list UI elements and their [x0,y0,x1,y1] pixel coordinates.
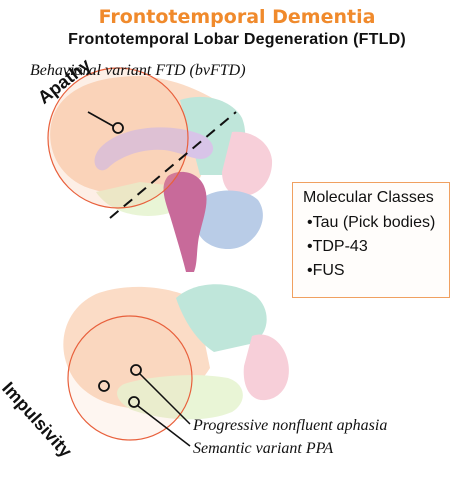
bvftd-highlight-circle [47,67,189,209]
molecular-item-tau: •Tau (Pick bodies) [307,214,436,231]
impulsivity-pointer-dot [98,380,110,392]
apathy-pointer-line [87,111,114,127]
apathy-pointer-dot [112,122,124,134]
cerebellum-region [195,190,263,250]
page-title: Frontotemporal Dementia [98,6,376,28]
pnfa-pointer-dot [130,364,142,376]
pnfa-label: Progressive nonfluent aphasia [193,417,388,434]
bvftd-label: Behavioral variant FTD (bvFTD) [30,62,246,79]
lateral-brain [63,284,289,447]
occipital-lobe-region [222,131,273,197]
dashed-division-line [109,111,237,219]
lower-highlight-circle [67,315,193,441]
molecular-classes-box: Molecular Classes •Tau (Pick bodies) •TD… [292,182,450,298]
corpus-callosum-region [94,127,214,171]
svppa-pointer-dot [128,396,140,408]
brainstem-region [163,171,207,272]
svppa-label: Semantic variant PPA [193,440,334,457]
molecular-item-tdp43: •TDP-43 [307,238,368,255]
molecular-item-fus: •FUS [307,262,345,279]
page-subtitle: Frontotemporal Lobar Degeneration (FTLD) [68,31,406,48]
lateral-occipital-region [243,334,289,401]
molecular-classes-title: Molecular Classes [303,189,434,206]
lateral-temporal-region [117,375,243,420]
pnfa-pointer-line [139,373,191,425]
lateral-parietal-region [176,284,267,352]
svppa-pointer-line [137,405,191,447]
sagittal-brain [47,67,273,272]
